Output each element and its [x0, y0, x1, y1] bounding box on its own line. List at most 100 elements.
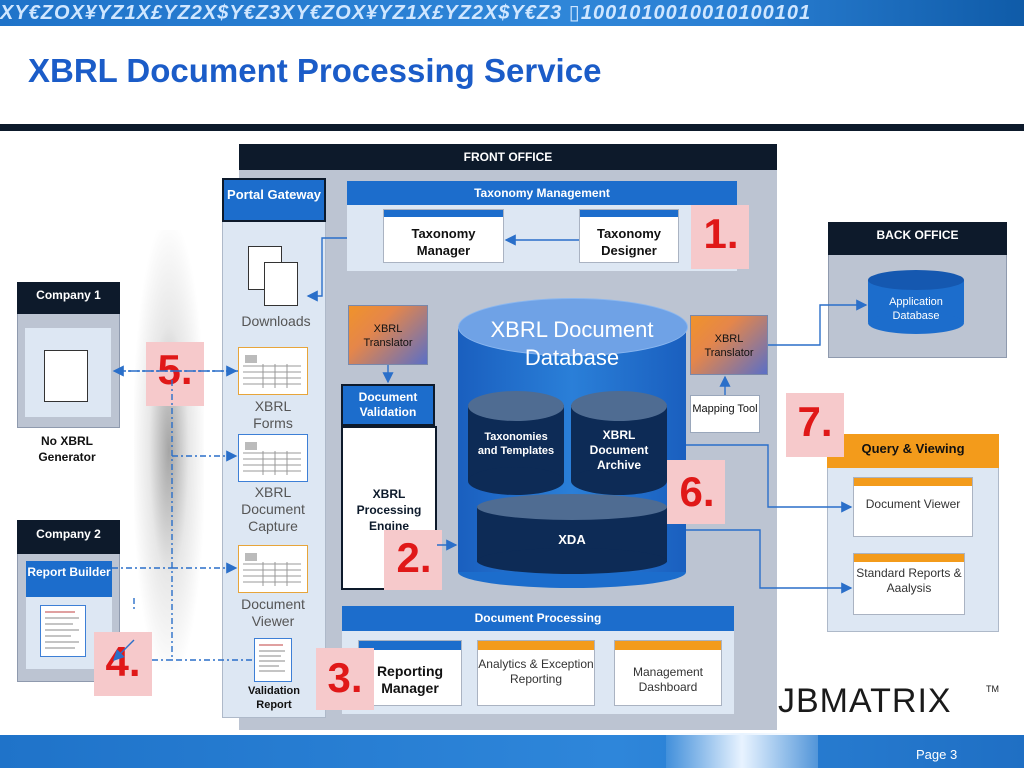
xbrl-document-capture-label: XBRL Document Capture — [241, 484, 305, 534]
step-2-marker: 2. — [396, 534, 432, 581]
company-logo: JBMATRIX TM — [778, 682, 999, 722]
step-5-marker: 5. — [157, 346, 193, 393]
management-dashboard-card[interactable]: Management Dashboard — [614, 640, 722, 706]
card-accent-strip — [854, 478, 972, 486]
step-4-marker: 4. — [105, 638, 141, 685]
step-1-marker-bg — [691, 205, 749, 269]
step-5-marker-bg — [146, 342, 204, 406]
step-3-marker: 3. — [327, 654, 363, 701]
company-1-title: Company 1 — [36, 288, 101, 302]
downloads-icon[interactable] — [244, 244, 304, 310]
footer-highlight — [666, 733, 818, 768]
front-office-header: FRONT OFFICE — [239, 144, 777, 170]
validation-report-icon[interactable] — [254, 638, 292, 682]
taxonomy-designer-label: Taxonomy Designer — [596, 226, 662, 258]
reporting-manager-card[interactable]: Reporting Manager — [358, 640, 462, 706]
xbrl-forms-thumbnail[interactable] — [238, 347, 308, 395]
blank-document-icon[interactable] — [44, 350, 88, 402]
card-accent-strip — [384, 210, 503, 217]
xbrl-document-capture-thumbnail[interactable] — [238, 434, 308, 482]
step-4-marker-bg — [94, 632, 152, 696]
decorative-shadow — [134, 230, 204, 670]
report-builder-label: Report Builder — [27, 565, 111, 579]
taxonomy-manager-label: Taxonomy Manager — [411, 226, 476, 258]
taxonomies-cylinder[interactable] — [468, 391, 564, 495]
step-3-marker-bg — [316, 648, 374, 710]
validation-report-label: Validation Report — [248, 685, 300, 711]
spreadsheet-icon — [243, 354, 301, 388]
taxonomy-designer-card[interactable]: Taxonomy Designer — [579, 209, 679, 263]
taxonomies-label: Taxonomies and Templates — [477, 431, 555, 457]
downloads-label: Downloads — [241, 313, 311, 329]
taxonomy-manager-card[interactable]: Taxonomy Manager — [383, 209, 504, 263]
report-builder[interactable]: Report Builder — [26, 561, 112, 597]
back-office-title: BACK OFFICE — [876, 228, 959, 242]
standard-reports-label: Standard Reports & Aaalysis — [856, 566, 962, 595]
query-viewing-title: Query & Viewing — [861, 441, 965, 456]
taxonomy-management-header: Taxonomy Management — [347, 181, 737, 205]
document-validation-title: Document Validation — [358, 390, 418, 419]
card-accent-strip — [359, 641, 461, 650]
xda-cylinder[interactable] — [477, 494, 667, 576]
step-7-marker: 7. — [797, 398, 833, 445]
company-logo-text: JBMATRIX — [778, 682, 952, 720]
application-database-cylinder[interactable] — [868, 270, 964, 336]
step-7-marker-bg — [786, 393, 844, 457]
footer-bar — [0, 735, 1024, 768]
company-logo-trademark: TM — [986, 684, 999, 694]
document-archive-label: XBRL Document Archive — [589, 428, 649, 472]
standard-reports-card[interactable]: Standard Reports & Aaalysis — [853, 553, 965, 615]
card-accent-strip — [615, 641, 721, 650]
document-processing-title: Document Processing — [474, 611, 602, 625]
card-accent-strip — [580, 210, 678, 217]
xbrl-processing-engine-label: XBRL Processing Engine — [356, 487, 422, 533]
xda-label: XDA — [558, 532, 586, 547]
company-2-title: Company 2 — [36, 527, 101, 541]
xbrl-translator-left-label: XBRL Translator — [363, 323, 413, 349]
page-number: Page 3 — [916, 747, 958, 762]
step-1-marker: 1. — [703, 210, 739, 257]
page-title: XBRL Document Processing Service — [28, 52, 602, 89]
document-validation-header: Document Validation — [341, 384, 435, 426]
step-2-marker-bg — [384, 530, 442, 590]
portal-gateway-header: Portal Gateway — [222, 178, 326, 222]
database-title: XBRL Document Database — [490, 317, 654, 370]
document-viewer-label: Document Viewer — [241, 596, 305, 629]
company-1-caption: No XBRL Generator — [38, 434, 96, 464]
taxonomy-management-title: Taxonomy Management — [474, 186, 610, 200]
card-accent-strip — [478, 641, 594, 650]
banner-text: XY€ZOX¥YZ1X£YZ2X$Y€Z3XY€ZOX¥YZ1X£YZ2X$Y€… — [0, 2, 812, 24]
document-archive-cylinder[interactable] — [571, 391, 667, 495]
mapping-tool[interactable]: Mapping Tool — [690, 395, 760, 433]
xbrl-translator-right-label: XBRL Translator — [704, 333, 754, 359]
title-divider — [0, 124, 1024, 131]
document-processing-header: Document Processing — [342, 606, 734, 631]
spreadsheet-icon — [243, 552, 301, 586]
mapping-tool-label: Mapping Tool — [692, 403, 758, 415]
query-viewing-header: Query & Viewing — [827, 434, 999, 468]
reporting-manager-label: Reporting Manager — [376, 663, 444, 696]
application-database-label: Application Database — [889, 296, 943, 322]
top-banner: XY€ZOX¥YZ1X£YZ2X$Y€Z3XY€ZOX¥YZ1X£YZ2X$Y€… — [0, 0, 1024, 26]
step-6-marker-bg — [667, 460, 725, 524]
xbrl-translator-right[interactable]: XBRL Translator — [690, 315, 768, 375]
query-document-viewer-card[interactable]: Document Viewer — [853, 477, 973, 537]
spreadsheet-icon — [243, 441, 301, 475]
analytics-card[interactable]: Analytics & Exception Reporting — [477, 640, 595, 706]
document-viewer-thumbnail[interactable] — [238, 545, 308, 593]
card-accent-strip — [854, 554, 964, 562]
portal-gateway-title: Portal Gateway — [227, 187, 321, 202]
back-office-header: BACK OFFICE — [828, 222, 1007, 255]
front-office-title: FRONT OFFICE — [463, 150, 553, 164]
step-6-marker: 6. — [679, 468, 715, 515]
query-document-viewer-label: Document Viewer — [865, 497, 961, 511]
analytics-label: Analytics & Exception Reporting — [478, 657, 594, 686]
report-page-icon — [259, 644, 285, 672]
xbrl-translator-left[interactable]: XBRL Translator — [348, 305, 428, 365]
report-builder-screenshot-icon — [40, 605, 86, 657]
company-1-header: Company 1 — [17, 282, 120, 314]
company-2-header: Company 2 — [17, 520, 120, 554]
report-page-icon — [45, 611, 79, 649]
management-dashboard-label: Management Dashboard — [632, 665, 704, 694]
